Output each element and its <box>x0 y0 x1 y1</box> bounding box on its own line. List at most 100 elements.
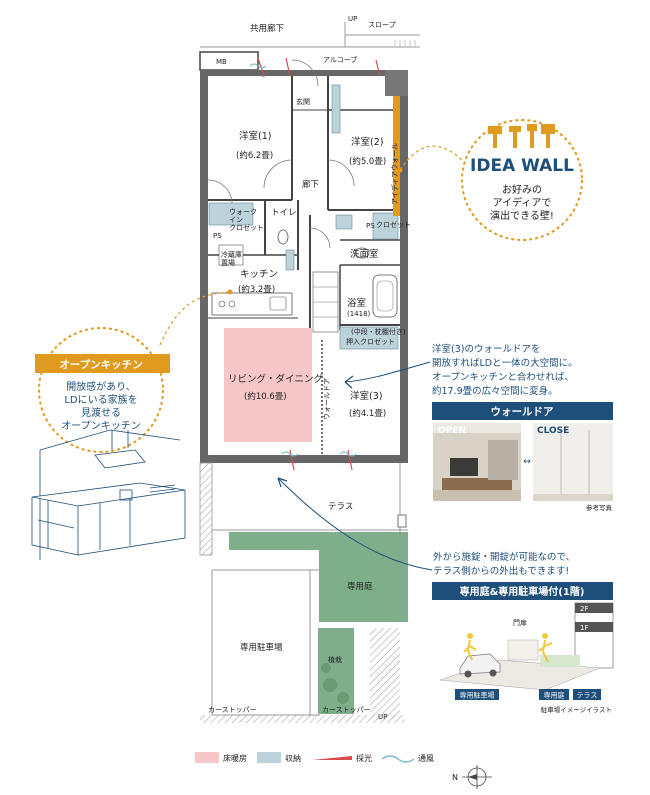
open-kitchen-line4: オープンキッチン <box>61 420 140 432</box>
toilet-storage <box>285 249 295 271</box>
room2-size: (約5.0畳) <box>349 156 386 167</box>
ps-label-1: PS <box>213 232 222 240</box>
wash-basin <box>354 247 370 259</box>
entrance-label: 玄関 <box>296 97 310 106</box>
shoes-box-storage <box>331 84 341 134</box>
ps-label-2: PS <box>366 222 375 230</box>
idea-wall-line1: お好みの <box>502 184 542 196</box>
tools-icon <box>488 124 555 148</box>
exterior-area: テラス 専用庭 専用駐車場 植栽 カーストッパー カーストッパー UP <box>199 462 408 723</box>
swap-arrow-icon: ↔ <box>523 457 531 467</box>
kitchen-counter <box>211 292 293 316</box>
legend-heat-label: 床暖房 <box>223 753 247 763</box>
wall-door-arrow <box>344 361 431 389</box>
light-wind-markers <box>249 57 381 471</box>
wall-door-title: ウォールドア <box>491 406 554 418</box>
wall-door-desc-3: オープンキッチンと合わせれば、 <box>432 371 574 383</box>
wash-label: 洗面室 <box>350 248 379 260</box>
legend-wind-icon <box>381 755 415 763</box>
fixtures <box>211 229 398 333</box>
gate-label: 門扉 <box>513 618 527 627</box>
garden-info: 外から施錠・開錠が可能なので、 テラス側からの外出もできます! 専用庭&専用駐車… <box>432 551 614 714</box>
kitchen-size: (約3.2畳) <box>238 284 275 295</box>
room1-label: 洋室(1) <box>239 130 271 142</box>
living-size: (約10.6畳) <box>244 391 287 402</box>
bath-label: 浴室 <box>347 297 366 309</box>
wall-door-desc-2: 開放すればLDと一体の大空間に。 <box>432 357 578 369</box>
oshiire-label: 押入クロゼット <box>346 337 395 346</box>
idea-wall-line3: 演出できる壁! <box>490 209 554 222</box>
closet-storage <box>372 212 399 240</box>
legend-light-icon <box>312 756 352 760</box>
garden-desc-1: 外から施錠・開錠が可能なので、 <box>433 551 575 563</box>
open-kitchen-line1: 開放感があり、 <box>66 380 136 393</box>
wash-storage <box>335 214 353 230</box>
room3-label: 洋室(3) <box>350 390 382 402</box>
bath-size: (1418) <box>347 310 371 318</box>
idea-wall-title: IDEA WALL <box>470 156 574 176</box>
slope-label: スロープ <box>368 21 396 29</box>
open-kitchen-callout: オープンキッチン 開放感があり、 LDにいる家族を 見渡せる オープンキッチン <box>35 289 233 453</box>
up-label-2: UP <box>378 713 387 721</box>
idea-wall-small-label: アイディアウォール <box>390 143 399 205</box>
wall-door-note: 参考写真 <box>586 503 613 512</box>
legend: 床暖房 収納 採光 通風 <box>195 752 434 763</box>
compass-icon: N <box>452 765 492 789</box>
room1-size: (約6.2畳) <box>236 150 273 161</box>
oshiire-storage <box>339 326 399 350</box>
legend-light-label: 採光 <box>356 753 372 763</box>
tag-garden: 専用庭 <box>544 691 565 700</box>
idea-wall-line2: アイディアで <box>493 196 552 209</box>
close-photo <box>533 423 613 501</box>
bathtub <box>372 274 398 318</box>
kitchen-label: キッチン <box>240 269 278 280</box>
floor-2f-label: 2F <box>580 605 588 613</box>
parking-label: 専用駐車場 <box>240 642 283 653</box>
room2-label: 洋室(2) <box>351 136 383 148</box>
wall-door-desc-1: 洋室(3)のウォールドアを <box>432 343 540 355</box>
toilet-bowl <box>277 229 289 245</box>
open-kitchen-title-banner <box>35 354 170 373</box>
unit-walls: MB <box>199 51 408 463</box>
garden-desc-2: テラス側からの外出もできます! <box>433 565 569 577</box>
oshiire-note: (中段・枕棚付き) <box>351 327 406 336</box>
garden-label: 専用庭 <box>347 581 373 592</box>
floor-1f-label: 1F <box>580 624 588 632</box>
room-labels: 玄関 洋室(1) (約6.2畳) 洋室(2) (約5.0畳) 廊下 トイレ ウォ… <box>213 97 411 420</box>
toilet-label: トイレ <box>271 208 297 218</box>
terrace-label: テラス <box>328 502 353 512</box>
walk-in-closet-storage <box>208 202 254 226</box>
garden-area <box>319 532 408 622</box>
room-fills <box>208 84 400 442</box>
carstop-label-1: カーストッパー <box>208 706 257 714</box>
wall-door-title-banner <box>432 402 613 420</box>
walkin-label: ウォークインクロゼット <box>229 208 264 232</box>
idea-wall-callout: IDEA WALL お好みの アイディアで 演出できる壁! <box>397 119 583 241</box>
open-kitchen-line3: 見渡せる <box>81 406 121 419</box>
tag-terrace: テラス <box>577 692 598 700</box>
floor-heating-area <box>224 328 312 442</box>
kitchen-illustration <box>31 429 186 560</box>
common-corridor: 共用廊下 UP スロープ アルコーブ <box>200 15 420 64</box>
alcove-label: アルコーブ <box>323 55 357 64</box>
mb-label: MB <box>216 58 227 66</box>
garden-title: 専用庭&専用駐車場付(1階) <box>460 585 585 598</box>
fridge-label: 冷蔵庫置場 <box>221 250 242 267</box>
open-label: OPEN <box>438 426 466 436</box>
parking-note: 駐車場イメージイラスト <box>541 705 612 714</box>
carstop-label-2: カーストッパー <box>322 706 371 714</box>
open-kitchen-title: オープンキッチン <box>59 358 142 371</box>
corridor-up-label: UP <box>348 15 357 23</box>
compass-label: N <box>452 773 458 782</box>
tag-parking: 専用駐車場 <box>460 691 495 700</box>
legend-heat-swatch <box>195 752 219 763</box>
garden-arrow <box>277 477 433 571</box>
close-label: CLOSE <box>537 426 569 436</box>
walldoor-small-label: ウォールドア <box>323 378 331 420</box>
planting-label: 植栽 <box>328 655 342 664</box>
idea-wall-strip <box>393 96 400 216</box>
hall-label: 廊下 <box>302 179 320 190</box>
closet-label: クロゼット <box>376 220 411 229</box>
legend-wind-label: 通風 <box>418 753 434 763</box>
